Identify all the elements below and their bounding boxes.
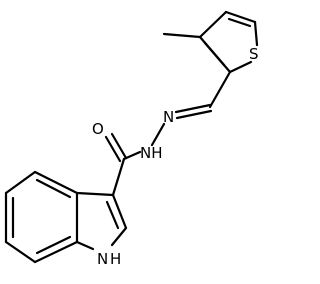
- bond-c7a-c7-inner: [35, 235, 72, 255]
- amide-nh-label: NH: [140, 144, 163, 162]
- bond-co-double-b: [104, 135, 122, 163]
- bond-c3-c2: [111, 193, 128, 230]
- indole-hydrogen-label: H: [110, 250, 121, 268]
- azomethine-nitrogen-label: N: [163, 108, 174, 126]
- bond-c4-c3a-inner: [35, 178, 72, 199]
- bond-c3-c3a: [75, 191, 115, 197]
- bond-c3-c4: [198, 10, 228, 39]
- bond-c2-ch: [208, 70, 232, 109]
- bond-c7-c6: [4, 240, 37, 264]
- bond-n-nh: [150, 122, 166, 147]
- bond-c7a-c7: [33, 240, 79, 264]
- bond-co-double-a: [110, 132, 128, 160]
- bond-ch-n-double-b: [175, 109, 213, 120]
- indole-benzene-ring: [4, 170, 79, 264]
- thiophene-ring: [198, 10, 259, 74]
- sulfur-label: S: [249, 45, 259, 63]
- bond-s-c2: [228, 60, 253, 74]
- bond-c4-c5-inner: [227, 17, 252, 28]
- bond-c4-c3a: [33, 170, 79, 195]
- bond-ch-n-double-a: [174, 103, 212, 114]
- bond-c2-c3-inner: [203, 41, 226, 67]
- amide-group: [104, 132, 142, 197]
- bond-c2-n1: [110, 226, 128, 247]
- indole-nitrogen-label: N: [97, 250, 108, 268]
- bond-c4-c5: [224, 10, 257, 24]
- bond-c5-c4: [4, 170, 37, 195]
- oxygen-label: O: [92, 120, 104, 138]
- bond-carbonyl-indole-c3: [111, 157, 126, 197]
- bond-c5-s: [253, 20, 259, 47]
- bond-c3-c2-inner: [105, 200, 120, 230]
- indole-pyrrole-ring: [75, 191, 128, 251]
- molecule-structure: S O N NH N H: [4, 10, 259, 268]
- hydrazone-linker: [150, 70, 232, 147]
- bond-methyl: [162, 32, 202, 39]
- bond-n1-c7a: [75, 240, 95, 251]
